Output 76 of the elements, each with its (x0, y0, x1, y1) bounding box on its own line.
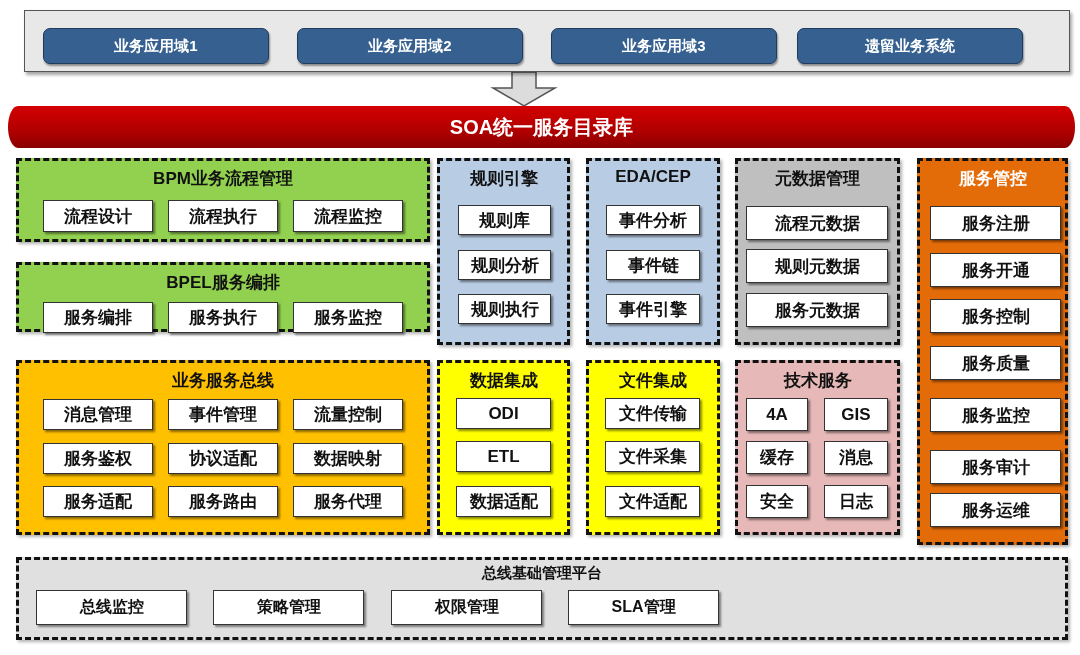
group-panel (586, 360, 720, 535)
service-box: 协议适配 (168, 443, 278, 474)
group-panel (586, 158, 720, 345)
service-box: 策略管理 (213, 590, 364, 625)
service-box: 服务运维 (930, 493, 1061, 527)
group-panel (16, 158, 430, 242)
group-panel (16, 262, 430, 332)
group-panel (735, 158, 900, 345)
group-title: 规则引擎 (469, 168, 538, 190)
group-title: 元数据管理 (775, 168, 860, 190)
service-box: 服务执行 (168, 302, 278, 333)
service-box: 数据适配 (456, 486, 551, 517)
service-box: 服务代理 (293, 486, 403, 517)
group-panel (917, 158, 1068, 545)
service-box: 服务适配 (43, 486, 153, 517)
service-box: 文件采集 (605, 441, 700, 472)
service-box: 数据映射 (293, 443, 403, 474)
service-box: 流程元数据 (746, 206, 888, 240)
service-box: 文件传输 (605, 398, 700, 429)
group-title: 数据集成 (469, 370, 538, 392)
service-box: 流量控制 (293, 399, 403, 430)
service-box: 服务鉴权 (43, 443, 153, 474)
service-box: 事件分析 (606, 205, 700, 235)
group-title: 技术服务 (783, 370, 852, 392)
group-title: BPM业务流程管理 (153, 168, 293, 190)
service-box: 流程设计 (43, 200, 153, 232)
domain-button: 业务应用域2 (297, 28, 523, 64)
service-box: 服务路由 (168, 486, 278, 517)
domain-button: 业务应用域3 (551, 28, 777, 64)
group-title: EDA/CEP (615, 167, 691, 187)
group-panel (735, 360, 900, 535)
group-title: 服务管控 (958, 168, 1027, 190)
service-box: GIS (824, 398, 888, 431)
group-title: BPEL服务编排 (166, 272, 280, 294)
service-box: 权限管理 (391, 590, 542, 625)
service-box: 服务控制 (930, 299, 1061, 333)
group-title: 业务服务总线 (172, 370, 274, 392)
catalog-pipe: SOA统一服务目录库 (8, 106, 1075, 148)
service-box: 服务编排 (43, 302, 153, 333)
service-box: 缓存 (746, 441, 808, 474)
service-box: 事件引擎 (606, 294, 700, 324)
service-box: 安全 (746, 485, 808, 518)
domain-button: 遗留业务系统 (797, 28, 1023, 64)
service-box: SLA管理 (568, 590, 719, 625)
group-panel (16, 557, 1068, 640)
group-panel (16, 360, 430, 535)
service-box: 流程执行 (168, 200, 278, 232)
service-box: 服务质量 (930, 346, 1061, 380)
service-box: 事件链 (606, 250, 700, 280)
service-box: 服务监控 (930, 398, 1061, 432)
service-box: 服务开通 (930, 253, 1061, 287)
service-box: 服务监控 (293, 302, 403, 333)
service-box: 服务元数据 (746, 293, 888, 327)
panel-background (24, 10, 1070, 72)
group-panel (437, 360, 570, 535)
service-box: 消息 (824, 441, 888, 474)
service-box: 事件管理 (168, 399, 278, 430)
service-box: 服务注册 (930, 206, 1061, 240)
group-title: 文件集成 (619, 370, 687, 392)
service-box: 规则库 (458, 205, 551, 235)
service-box: 规则元数据 (746, 249, 888, 283)
service-box: 文件适配 (605, 486, 700, 517)
group-panel (437, 158, 570, 345)
service-box: 日志 (824, 485, 888, 518)
domain-button: 业务应用域1 (43, 28, 269, 64)
service-box: 流程监控 (293, 200, 403, 232)
service-box: 总线监控 (36, 590, 187, 625)
group-title: 总线基础管理平台 (482, 564, 602, 583)
service-box: 规则执行 (458, 294, 551, 324)
block-arrow (490, 71, 558, 107)
service-box: ODI (456, 398, 551, 429)
service-box: 消息管理 (43, 399, 153, 430)
service-box: 服务审计 (930, 450, 1061, 484)
service-box: ETL (456, 441, 551, 472)
service-box: 4A (746, 398, 808, 431)
service-box: 规则分析 (458, 250, 551, 280)
